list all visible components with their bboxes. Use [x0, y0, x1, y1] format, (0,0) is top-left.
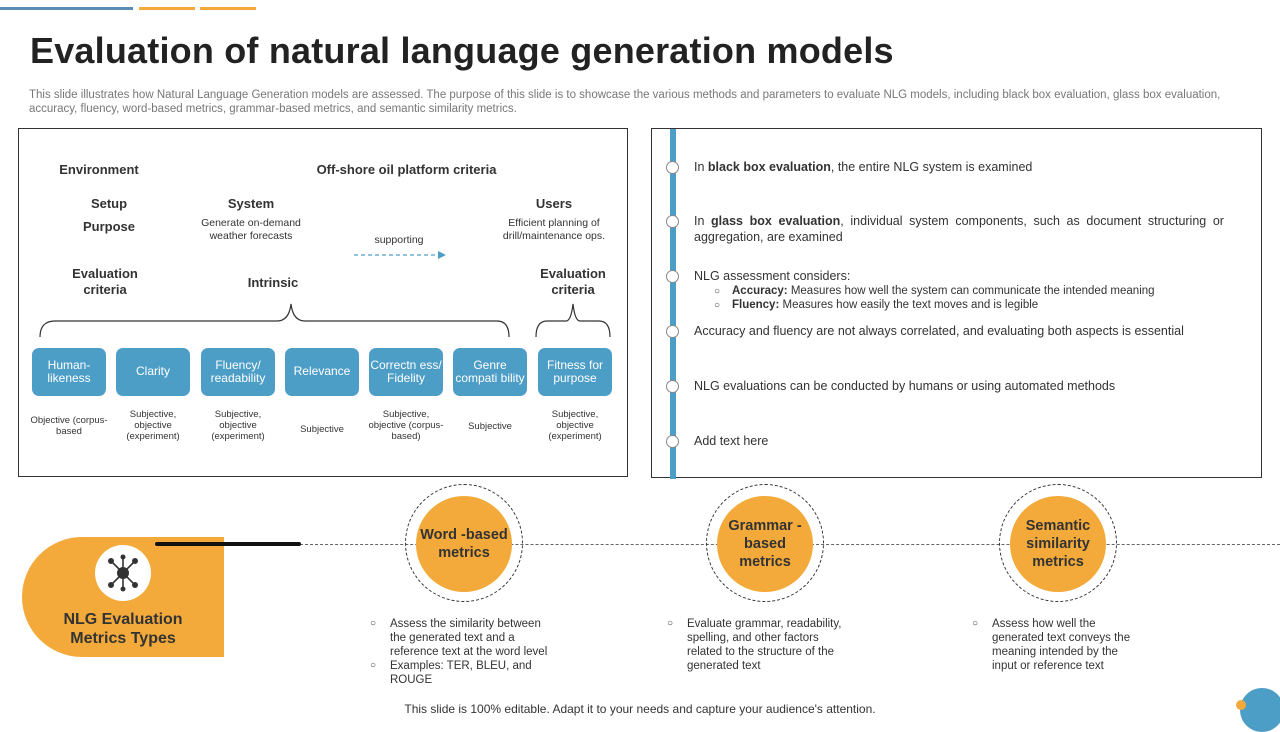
list-item-text: Evaluate grammar, readability, spelling,…	[687, 618, 842, 672]
corner-dot-decoration	[1236, 700, 1246, 710]
environment-label: Environment	[59, 162, 139, 177]
metric-ring-grammar	[706, 484, 824, 602]
criterion-clarity: Clarity	[116, 348, 190, 396]
criterion-correctness: Correctn ess/ Fidelity	[369, 348, 443, 396]
note-emphasis: black box evaluation	[707, 160, 831, 174]
criterion-type-fluency: Subjective, objective (experiment)	[211, 409, 265, 442]
timeline-dot	[666, 325, 679, 338]
supporting-arrow-icon	[354, 251, 446, 259]
bullet-circle-icon: ○	[714, 300, 721, 311]
evaluation-criteria-left-label: Evaluation criteria	[72, 266, 138, 297]
top-accent-bar-orange-1	[139, 7, 195, 10]
criterion-fluency: Fluency/ readability	[201, 348, 275, 396]
note-fluency: ○ Fluency: Measures how easily the text m…	[714, 298, 1038, 313]
list-item-text: Assess how well the generated text conve…	[992, 618, 1131, 672]
card-connector-bar	[155, 542, 301, 546]
users-description: Efficient planning of drill/maintenance …	[502, 217, 606, 242]
criteria-title: Off-shore oil platform criteria	[316, 162, 497, 177]
evaluation-notes-panel: In black box evaluation, the entire NLG …	[651, 128, 1262, 479]
system-description: Generate on-demand weather forecasts	[201, 217, 301, 242]
metric-word-based-description: ○ Assess the similarity between the gener…	[370, 617, 560, 687]
timeline-dot	[666, 270, 679, 283]
note-accuracy: ○ Accuracy: Measures how well the system …	[714, 284, 1155, 299]
evaluation-criteria-right-label: Evaluation criteria	[540, 266, 606, 297]
list-item-text: Assess the similarity between the genera…	[390, 618, 548, 658]
evaluation-criteria-panel: Environment Off-shore oil platform crite…	[18, 128, 628, 477]
note-emphasis: Fluency:	[732, 299, 780, 311]
note-text: , individual system components, such as …	[694, 214, 1224, 244]
metric-ring-semantic	[999, 484, 1117, 602]
note-text: In	[694, 160, 708, 174]
note-glass-box: In glass box evaluation, individual syst…	[694, 213, 1224, 245]
timeline-dot	[666, 215, 679, 228]
note-humans-or-automated: NLG evaluations can be conducted by huma…	[694, 379, 1116, 393]
criterion-type-genre-compatibility: Subjective	[468, 421, 512, 432]
list-item: ○ Examples: TER, BLEU, and ROUGE	[370, 659, 538, 687]
list-item-text: Examples: TER, BLEU, and ROUGE	[390, 660, 532, 686]
bullet-circle-icon: ○	[370, 618, 377, 629]
criterion-type-relevance: Subjective	[300, 424, 344, 435]
page-subtitle: This slide illustrates how Natural Langu…	[29, 89, 1221, 115]
timeline-dot	[666, 435, 679, 448]
note-black-box: In black box evaluation, the entire NLG …	[694, 159, 1224, 175]
page-title: Evaluation of natural language generatio…	[30, 30, 894, 71]
note-text: In	[694, 214, 712, 228]
metric-semantic-similarity-description: ○ Assess how well the generated text conv…	[972, 617, 1144, 673]
list-item: ○ Assess how well the generated text conv…	[972, 617, 1144, 673]
note-correlation: Accuracy and fluency are not always corr…	[694, 324, 1184, 338]
timeline-bar	[670, 129, 676, 479]
criterion-fitness-for-purpose: Fitness for purpose	[538, 348, 612, 396]
criterion-genre-compatibility: Genre compati bility	[453, 348, 527, 396]
corner-decoration	[1240, 688, 1280, 732]
system-label: System	[227, 196, 275, 211]
criterion-type-clarity: Subjective, objective (experiment)	[126, 409, 180, 442]
note-assessment: NLG assessment considers:	[694, 269, 851, 283]
top-accent-bar-orange-2	[200, 7, 256, 10]
list-item: ○ Evaluate grammar, readability, spelling…	[667, 617, 857, 673]
nlg-metrics-card-label: NLG Evaluation Metrics Types	[63, 611, 183, 647]
supporting-label: supporting	[374, 234, 424, 246]
bullet-circle-icon: ○	[667, 618, 674, 629]
note-text: , the entire NLG system is examined	[830, 160, 1033, 174]
metric-grammar-based: Grammar -based metrics	[717, 496, 813, 592]
timeline-dot	[666, 380, 679, 393]
metric-semantic-similarity: Semantic similarity metrics	[1010, 496, 1106, 592]
intrinsic-brace	[39, 303, 510, 338]
metric-grammar-based-description: ○ Evaluate grammar, readability, spelling…	[667, 617, 857, 673]
timeline-dot	[666, 161, 679, 174]
list-item: ○ Assess the similarity between the gener…	[370, 617, 560, 659]
criterion-type-human-likeness: Objective (corpus-based	[30, 415, 108, 437]
note-text: Measures how well the system can communi…	[787, 285, 1155, 297]
metric-ring-word	[405, 484, 523, 602]
criterion-type-fitness-for-purpose: Subjective, objective (experiment)	[548, 409, 602, 442]
bullet-circle-icon: ○	[714, 286, 721, 297]
metric-word-based: Word -based metrics	[416, 496, 512, 592]
note-emphasis: glass box evaluation	[711, 214, 841, 228]
bullet-circle-icon: ○	[370, 660, 377, 671]
extrinsic-brace	[535, 303, 611, 338]
criterion-relevance: Relevance	[285, 348, 359, 396]
criterion-human-likeness: Human-likeness	[32, 348, 106, 396]
top-accent-bar-blue	[0, 7, 133, 10]
setup-label: Setup	[90, 196, 128, 211]
bullet-circle-icon: ○	[972, 618, 979, 629]
users-label: Users	[535, 196, 573, 211]
criterion-type-correctness: Subjective, objective (corpus- based)	[368, 409, 444, 442]
note-emphasis: Accuracy:	[732, 285, 788, 297]
note-placeholder: Add text here	[694, 434, 769, 448]
purpose-label: Purpose	[82, 219, 135, 234]
network-nodes-icon	[95, 545, 151, 601]
intrinsic-label: Intrinsic	[247, 275, 299, 290]
note-text: Measures how easily the text moves and i…	[779, 299, 1039, 311]
footer-note: This slide is 100% editable. Adapt it to…	[404, 702, 876, 716]
